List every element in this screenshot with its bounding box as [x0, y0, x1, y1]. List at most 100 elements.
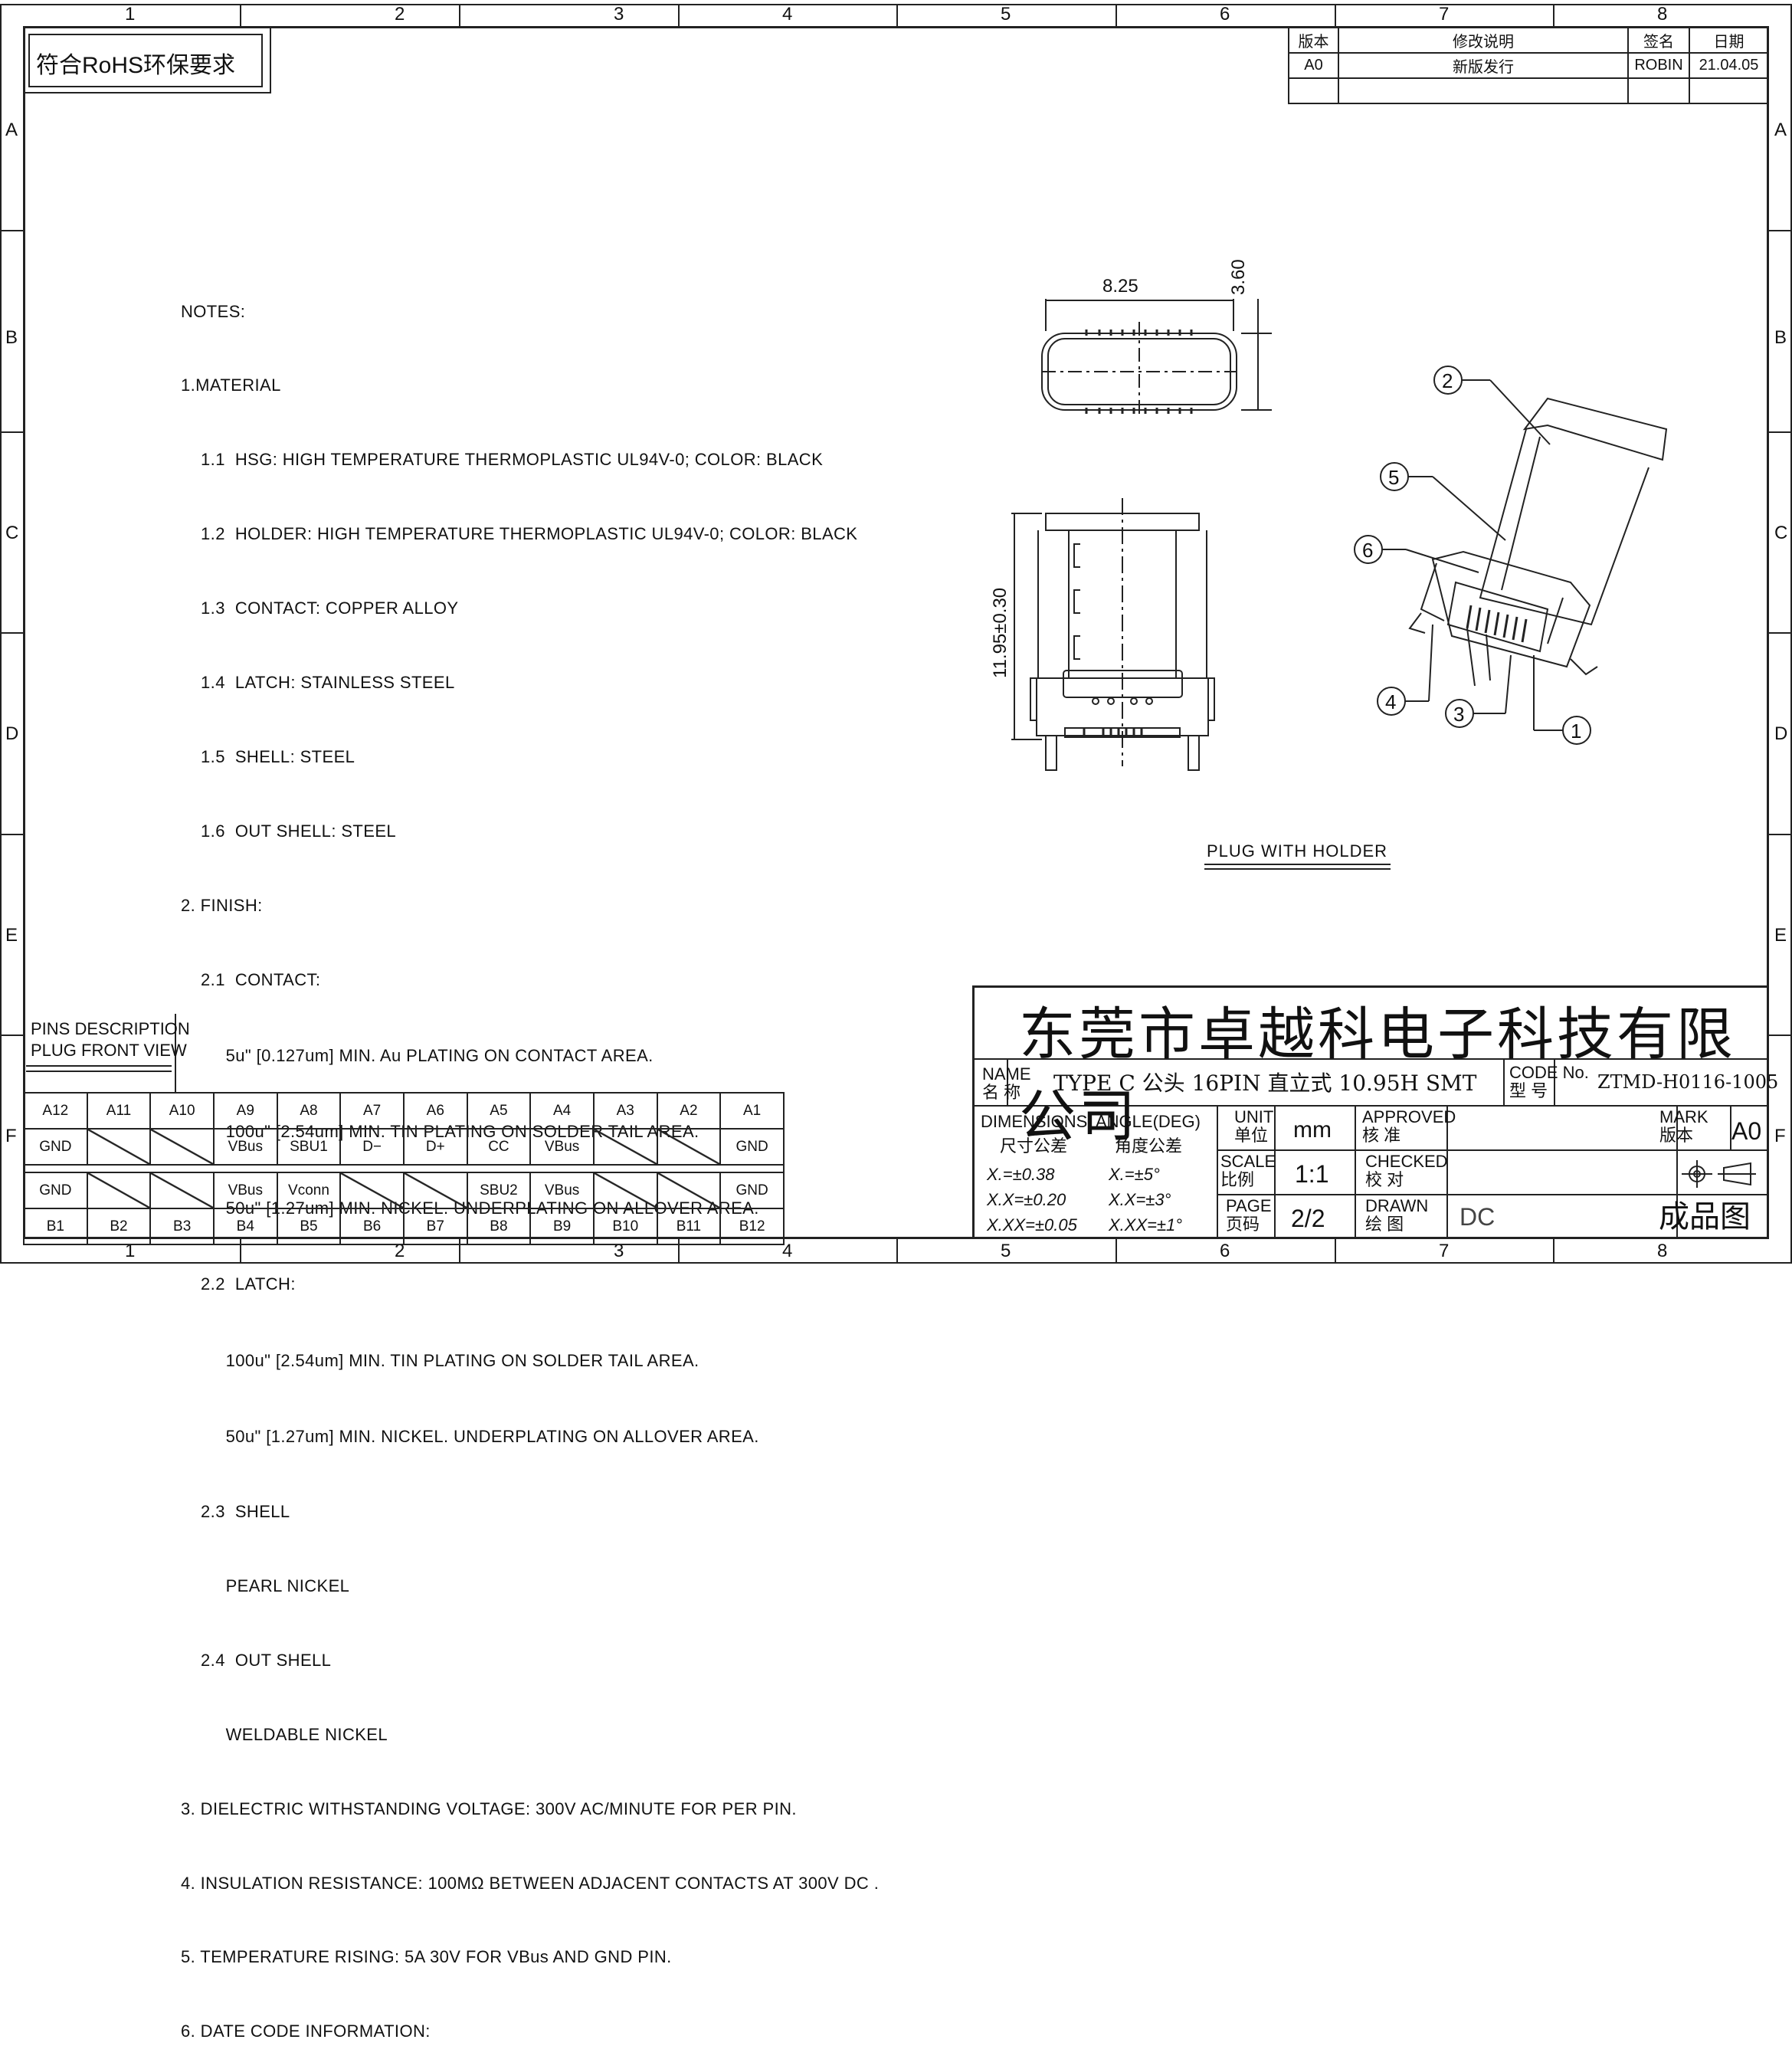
tol-dim: X.XX=±0.05: [987, 1215, 1077, 1235]
mark-label: MARK 版本: [1659, 1108, 1708, 1145]
approved-label: APPROVED 核 准: [1362, 1108, 1456, 1145]
pin-cell: B3: [149, 1208, 215, 1245]
pin-cell: GND: [23, 1172, 88, 1209]
grid-col-label: 4: [782, 4, 793, 25]
page-value: 2/2: [1291, 1205, 1325, 1232]
grid-row-label: D: [5, 723, 19, 744]
pin-cell-empty: [656, 1172, 722, 1209]
part-code: ZTMD-H0116-1005: [1597, 1071, 1779, 1093]
note-line: 5. TEMPERATURE RISING: 5A 30V FOR VBus A…: [181, 1947, 672, 1967]
note-line: 1.MATERIAL: [181, 375, 281, 395]
pin-cell: SBU2: [466, 1172, 532, 1209]
drawing-stamp: 成品图: [1659, 1200, 1751, 1234]
grid-col-label: 2: [395, 1241, 405, 1261]
side-view-drawing: [1011, 498, 1215, 771]
revision-header: 修改说明: [1338, 27, 1629, 54]
grid-col-label: 8: [1657, 4, 1668, 25]
rohs-label: 符合RoHS环保要求: [36, 53, 236, 78]
note-line: PEARL NICKEL: [181, 1576, 350, 1595]
pin-cell-empty: [149, 1128, 215, 1166]
code-label-en: CODE No.: [1509, 1063, 1589, 1082]
pin-cell: B11: [656, 1208, 722, 1245]
part-name: TYPE C 公头 16PIN 直立式 10.95H SMT: [1053, 1071, 1477, 1096]
note-line: 2.2 LATCH:: [181, 1274, 296, 1294]
checked-label: CHECKED 校 对: [1365, 1153, 1448, 1189]
pin-cell-empty: [592, 1128, 658, 1166]
pin-cell: A7: [339, 1092, 405, 1130]
revision-cell: A0: [1288, 52, 1339, 79]
dimensions-label: DIMENSIONS: [981, 1112, 1088, 1131]
note-line: 1.2 HOLDER: HIGH TEMPERATURE THERMOPLAST…: [181, 524, 858, 544]
pin-cell: A10: [149, 1092, 215, 1130]
grid-col-label: 6: [1220, 1241, 1230, 1261]
pin-cell-empty: [149, 1172, 215, 1209]
isometric-drawing: [1354, 366, 1668, 745]
grid-row-label: F: [5, 1126, 17, 1146]
grid-row-label: B: [1774, 327, 1787, 348]
pin-cell: GND: [23, 1128, 88, 1166]
projection-symbol-icon: [1682, 1160, 1756, 1188]
grid-col-label: 5: [1001, 1241, 1011, 1261]
pin-cell: A6: [402, 1092, 468, 1130]
pin-cell: B9: [529, 1208, 595, 1245]
pin-cell: B10: [592, 1208, 658, 1245]
grid-row-label: F: [1774, 1126, 1786, 1146]
pin-row-a-signals: GND VBus SBU1 D− D+ CC VBus GND: [23, 1128, 785, 1166]
pin-cell: A8: [276, 1092, 342, 1130]
grid-row-label: E: [5, 925, 18, 946]
callout-leaders: [1379, 379, 1563, 731]
scale-label-en: SCALE: [1220, 1152, 1276, 1171]
grid-row-label: A: [1774, 120, 1787, 140]
pin-row-spacer: [23, 1164, 785, 1173]
pin-cell: CC: [466, 1128, 532, 1166]
title-block: [972, 985, 1769, 1239]
drawing-caption: PLUG WITH HOLDER: [1207, 841, 1388, 861]
scale-value: 1:1: [1295, 1160, 1329, 1188]
revision-header: 日期: [1689, 27, 1769, 54]
pin-cell: SBU1: [276, 1128, 342, 1166]
revision-cell: ROBIN: [1627, 52, 1690, 79]
grid-row-label: C: [1774, 523, 1788, 543]
page-label-cn: 页码: [1226, 1215, 1260, 1234]
unit-label-en: UNIT: [1234, 1107, 1274, 1126]
pin-cell: D−: [339, 1128, 405, 1166]
note-line: 2.1 CONTACT:: [181, 969, 321, 989]
approved-label-cn: 核 准: [1362, 1126, 1401, 1145]
tolerance-angles: X.=±5° X.X=±3° X.XX=±1°: [1109, 1162, 1182, 1238]
grid-col-label: 5: [1001, 4, 1011, 25]
pin-cell: D+: [402, 1128, 468, 1166]
grid-row-label: B: [5, 327, 18, 348]
note-line: 1.5 SHELL: STEEL: [181, 746, 355, 766]
drawn-value: DC: [1459, 1203, 1496, 1231]
unit-label-cn: 单位: [1234, 1126, 1269, 1145]
pins-title-frame: [23, 1014, 176, 1092]
pin-cell-empty: [86, 1128, 152, 1166]
pin-cell: VBus: [529, 1128, 595, 1166]
name-label: NAME 名 称: [982, 1065, 1031, 1102]
mark-value: A0: [1731, 1117, 1762, 1145]
pins-title: PINS DESCRIPTION: [31, 1019, 190, 1038]
pin-cell-empty: [592, 1172, 658, 1209]
pin-cell: Vconn: [276, 1172, 342, 1209]
revision-header-row: 版本 修改说明 签名 日期: [1288, 27, 1769, 54]
drawn-label-en: DRAWN: [1365, 1196, 1429, 1215]
pin-row-a-labels: A12 A11 A10 A9 A8 A7 A6 A5 A4 A3 A2 A1: [23, 1092, 785, 1130]
pin-cell: A4: [529, 1092, 595, 1130]
pin-cell: A1: [719, 1092, 785, 1130]
dim-height: 3.60: [1228, 259, 1249, 295]
pin-cell: VBus: [212, 1128, 278, 1166]
scale-label: SCALE 比例: [1220, 1153, 1276, 1189]
dim-length: 11.95±0.30: [990, 587, 1011, 678]
mark-label-en: MARK: [1659, 1107, 1708, 1126]
callout-6: 6: [1362, 539, 1374, 562]
grid-col-label: 7: [1439, 1241, 1450, 1261]
pin-cell: B2: [86, 1208, 152, 1245]
note-line: 50u" [1.27um] MIN. NICKEL. UNDERPLATING …: [181, 1427, 759, 1447]
pin-table: A12 A11 A10 A9 A8 A7 A6 A5 A4 A3 A2 A1 G…: [23, 1092, 785, 1245]
scale-label-cn: 比例: [1220, 1170, 1255, 1189]
caption-underline-2: [1204, 868, 1391, 870]
pin-cell-empty: [86, 1172, 152, 1209]
note-line: 2.3 SHELL: [181, 1502, 290, 1522]
unit-label: UNIT 单位: [1234, 1108, 1273, 1145]
note-line: 1.1 HSG: HIGH TEMPERATURE THERMOPLASTIC …: [181, 450, 824, 470]
